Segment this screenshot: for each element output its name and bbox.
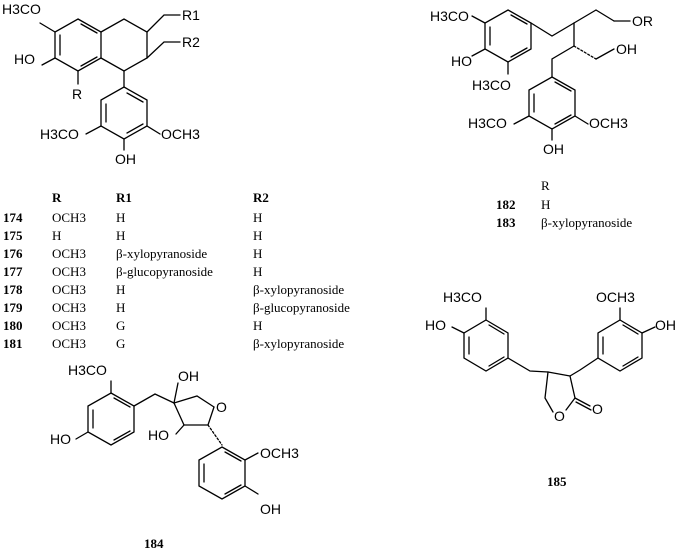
- label-h3co-bottom: H3CO: [40, 126, 79, 142]
- table-174-181: R R1 R2 174 OCH3 H H 175 H H H 176 OCH3 …: [3, 190, 350, 351]
- row-number: 177: [3, 264, 23, 279]
- table-header-r: R: [541, 178, 550, 193]
- structure-182: H3CO HO H3CO OR OH H3CO OCH3 OH: [430, 8, 653, 157]
- label-ho-left: HO: [50, 431, 71, 447]
- row-r1: H: [116, 228, 125, 243]
- row-r: OCH3: [52, 336, 86, 351]
- row-r1: β-glucopyranoside: [116, 264, 213, 279]
- row-r1: G: [116, 336, 125, 351]
- row-r2: β-glucopyranoside: [253, 300, 350, 315]
- row-r2: H: [253, 318, 262, 333]
- row-r1: H: [116, 300, 125, 315]
- structure-174: H3CO HO R R1 R2 H3CO OCH3 OH: [2, 1, 200, 167]
- row-r: OCH3: [52, 246, 86, 261]
- row-r2: β-xylopyranoside: [253, 282, 344, 297]
- label-oh-chain: OH: [616, 41, 637, 57]
- label-och3-bottom: OCH3: [161, 126, 200, 142]
- label-oh-bottom: OH: [115, 151, 136, 167]
- row-number: 180: [3, 318, 23, 333]
- row-number: 174: [3, 210, 23, 225]
- row-number: 178: [3, 282, 23, 297]
- label-h3co: H3CO: [443, 289, 482, 305]
- label-och3-3: OCH3: [589, 115, 628, 131]
- row-r2: β-xylopyranoside: [253, 336, 344, 351]
- structure-184: H3CO HO OH HO O OCH3 OH 184: [50, 362, 299, 551]
- label-o-keto: O: [592, 401, 603, 417]
- label-och3: OCH3: [260, 445, 299, 461]
- row-number: 179: [3, 300, 23, 315]
- label-ho: HO: [425, 317, 446, 333]
- table-182-183: R 182 H 183 β-xylopyranoside: [496, 178, 632, 230]
- label-r2: R2: [182, 34, 200, 50]
- table-header-r2: R2: [253, 190, 269, 205]
- label-ho-left: HO: [14, 51, 35, 67]
- row-number: 183: [496, 215, 516, 230]
- structure-185: H3CO HO OCH3 OH O O 185: [425, 289, 676, 489]
- row-r1: H: [116, 282, 125, 297]
- row-r: H: [52, 228, 61, 243]
- label-or: OR: [632, 13, 653, 29]
- label-r: R: [72, 86, 82, 102]
- row-r: H: [541, 197, 550, 212]
- row-r2: H: [253, 228, 262, 243]
- row-r: OCH3: [52, 282, 86, 297]
- row-r2: H: [253, 210, 262, 225]
- label-oh: OH: [260, 501, 281, 517]
- row-r1: G: [116, 318, 125, 333]
- row-number: 176: [3, 246, 23, 261]
- label-o-ring: O: [216, 399, 227, 415]
- label-h3co-3: H3CO: [468, 115, 507, 131]
- row-r1: β-xylopyranoside: [116, 246, 207, 261]
- row-r: OCH3: [52, 264, 86, 279]
- label-r1: R1: [182, 7, 200, 23]
- label-h3co: H3CO: [68, 362, 107, 378]
- table-header-r: R: [52, 190, 62, 205]
- label-och3: OCH3: [596, 289, 635, 305]
- row-r: OCH3: [52, 210, 86, 225]
- label-h3co-top: H3CO: [2, 1, 41, 17]
- row-r: OCH3: [52, 300, 86, 315]
- row-r2: H: [253, 264, 262, 279]
- label-oh-top: OH: [178, 368, 199, 384]
- row-r: β-xylopyranoside: [541, 215, 632, 230]
- label-ho-1: HO: [451, 53, 472, 69]
- row-number: 182: [496, 197, 516, 212]
- label-ho-mid: HO: [148, 427, 169, 443]
- row-number: 181: [3, 336, 23, 351]
- label-oh: OH: [655, 317, 676, 333]
- compound-number-185: 185: [547, 474, 567, 489]
- row-r1: H: [116, 210, 125, 225]
- row-r: OCH3: [52, 318, 86, 333]
- compound-number-184: 184: [144, 536, 164, 551]
- table-header-r1: R1: [116, 190, 132, 205]
- label-o-ring: O: [554, 408, 565, 424]
- row-r2: H: [253, 246, 262, 261]
- label-h3co-1: H3CO: [430, 8, 469, 24]
- row-number: 175: [3, 228, 23, 243]
- label-oh-3: OH: [543, 141, 564, 157]
- label-h3co-2: H3CO: [472, 77, 511, 93]
